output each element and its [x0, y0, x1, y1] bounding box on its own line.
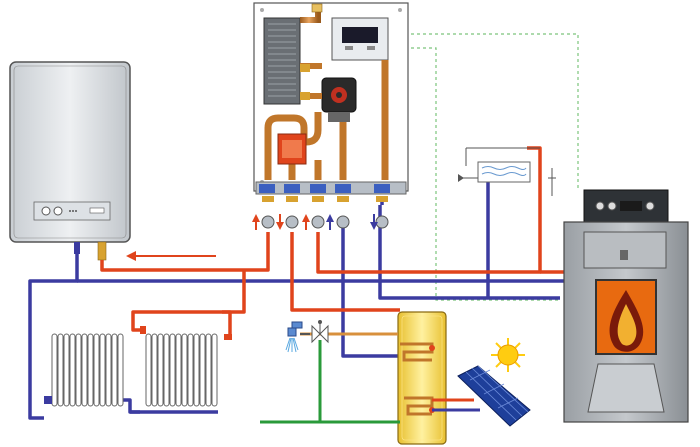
expansion-vessel-icon	[458, 147, 556, 196]
cold-water-supply-pipe	[260, 340, 400, 424]
hydraulic-module-icon	[253, 2, 409, 195]
boiler-connection-fittings	[74, 241, 107, 261]
gas-boiler-icon	[9, 61, 131, 243]
tap-icon	[285, 321, 310, 353]
flow-direction-arrows	[252, 214, 378, 230]
isolation-valves	[261, 196, 389, 229]
solar-circuit-pipes	[432, 398, 480, 412]
radiator-icon	[145, 333, 218, 407]
radiator-valves	[44, 326, 232, 404]
sun-icon	[491, 338, 525, 372]
hot-water-tank-icon	[397, 311, 447, 445]
radiator-icon	[51, 333, 124, 407]
wood-stove-icon	[563, 189, 689, 423]
control-signal-lines	[405, 33, 579, 301]
mixing-valve-icon	[311, 320, 329, 344]
solar-collector-icon	[457, 365, 531, 427]
flow-arrow	[126, 251, 216, 261]
cold-return-pipes	[28, 180, 570, 420]
